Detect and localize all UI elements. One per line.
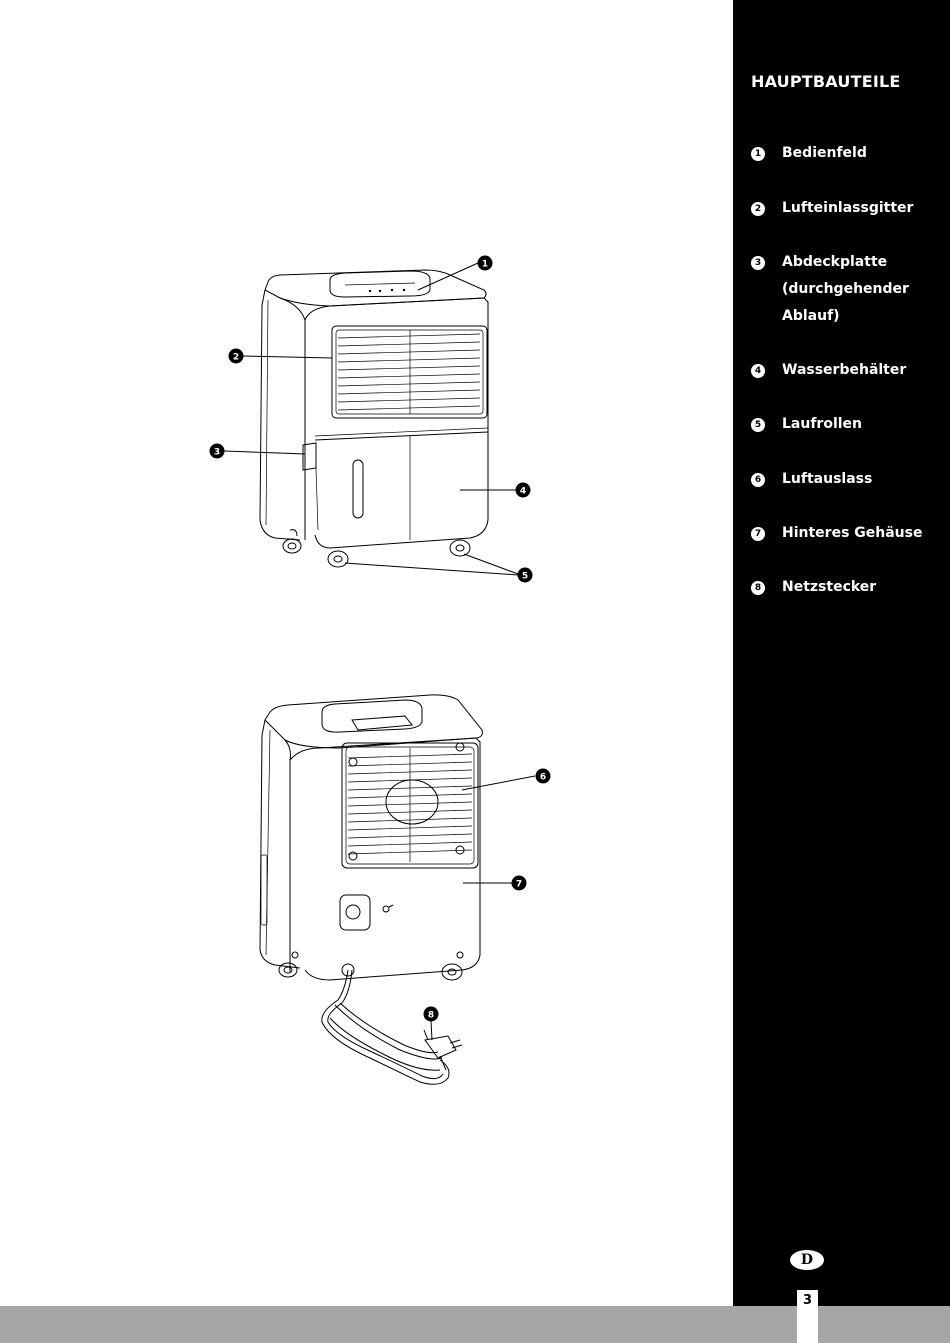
svg-text:1: 1: [482, 260, 488, 270]
part-number-badge: 5: [751, 418, 765, 432]
svg-text:6: 6: [540, 773, 546, 783]
part-number-badge: 2: [751, 202, 765, 216]
callout-1: 1: [477, 255, 493, 271]
part-label: Wasserbehälter: [782, 362, 907, 378]
part-label: Luftauslass: [782, 471, 873, 487]
part-item-5: 5 Laufrollen: [751, 416, 946, 438]
part-item-2: 2 Lufteinlassgitter: [751, 200, 946, 222]
part-item-1: 1 Bedienfeld: [751, 145, 946, 167]
part-item-3: 3 Abdeckplatte (durchgehender Ablauf): [751, 254, 946, 330]
part-label: Bedienfeld: [782, 145, 867, 161]
part-label: Netzstecker: [782, 579, 877, 595]
svg-text:5: 5: [522, 572, 528, 582]
part-item-7: 7 Hinteres Gehäuse: [751, 525, 946, 547]
svg-text:4: 4: [520, 487, 526, 497]
callout-2: 2: [228, 348, 244, 364]
part-number-badge: 4: [751, 364, 765, 378]
part-item-6: 6 Luftauslass: [751, 471, 946, 493]
front-view-drawing: [223, 262, 519, 576]
callout-7: 7: [511, 875, 527, 891]
part-number-badge: 3: [751, 256, 765, 270]
callout-8: 8: [423, 1006, 439, 1022]
part-item-4: 4 Wasserbehälter: [751, 362, 946, 384]
callout-4: 4: [515, 482, 531, 498]
callout-6: 6: [535, 768, 551, 784]
part-label: Abdeckplatte (durchgehender Ablauf): [782, 254, 909, 324]
part-label: Hinteres Gehäuse: [782, 525, 923, 541]
sidebar-panel: HAUPTBAUTEILE 1 Bedienfeld 2 Lufteinlass…: [733, 0, 950, 1306]
part-number-badge: 8: [751, 581, 765, 595]
back-view-drawing: [259, 694, 536, 1085]
part-number-badge: 6: [751, 473, 765, 487]
svg-text:7: 7: [516, 880, 522, 890]
part-item-8: 8 Netzstecker: [751, 579, 946, 601]
footer-bar: [0, 1306, 950, 1343]
language-badge: D: [790, 1250, 824, 1270]
callout-5: 5: [517, 567, 533, 583]
part-label: Lufteinlassgitter: [782, 200, 914, 216]
part-number-badge: 1: [751, 147, 765, 161]
part-number-badge: 7: [751, 527, 765, 541]
page-number: 3: [797, 1290, 818, 1343]
svg-text:3: 3: [214, 448, 220, 458]
svg-text:8: 8: [428, 1011, 434, 1021]
section-title: HAUPTBAUTEILE: [751, 72, 901, 91]
callout-3: 3: [209, 443, 225, 459]
part-label: Laufrollen: [782, 416, 863, 432]
dehumidifier-illustration: 1 2 3 4 5 6 7 8: [209, 255, 551, 1085]
svg-text:2: 2: [233, 353, 239, 363]
